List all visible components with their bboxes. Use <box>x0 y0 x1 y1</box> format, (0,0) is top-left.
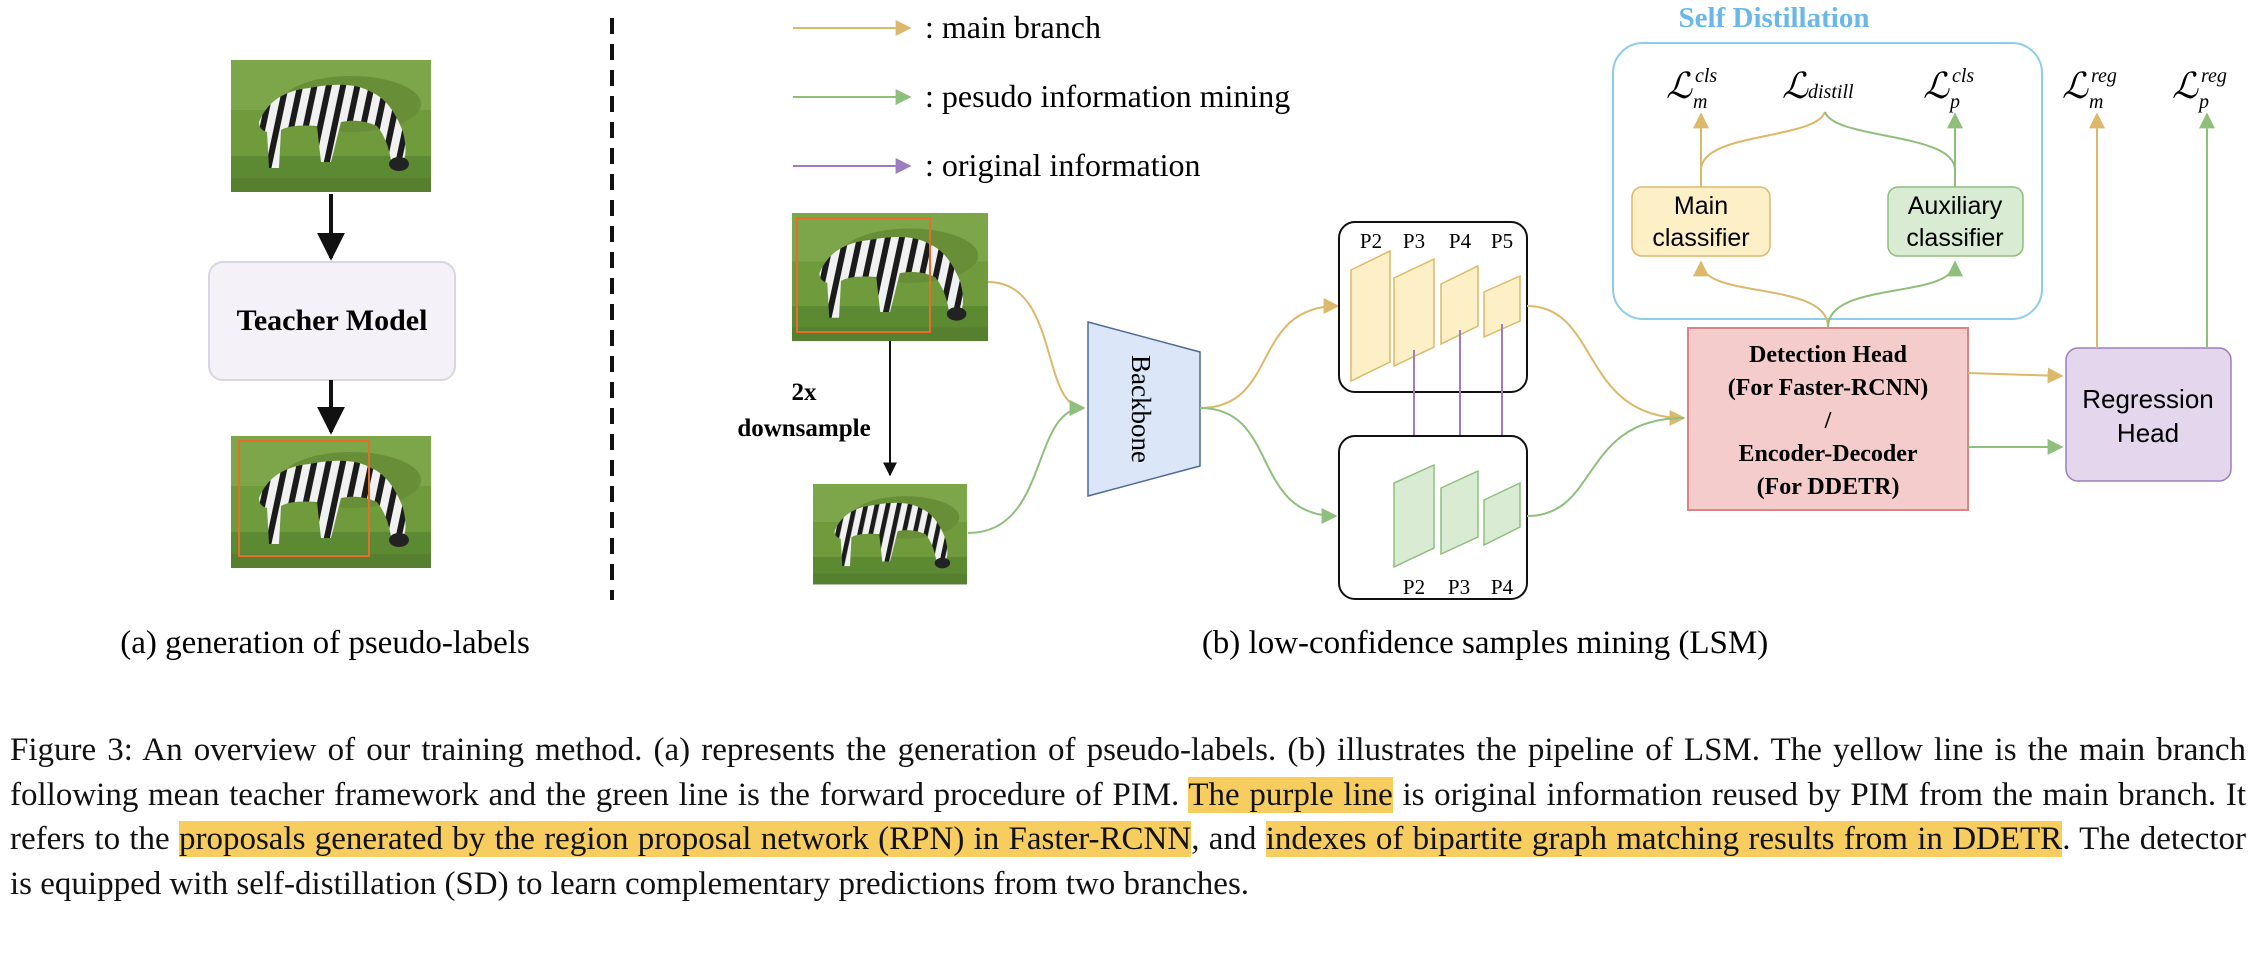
loss-main-reg: ℒ reg m <box>2062 65 2117 113</box>
regression-head-box <box>2065 347 2232 482</box>
downsample-label-1: 2x <box>792 379 818 406</box>
edge-image-to-backbone-main <box>987 281 1086 416</box>
subcaption-a: (a) generation of pseudo-labels <box>120 625 530 661</box>
fpn-top-level-p4 <box>1440 264 1479 346</box>
caption-text-4: . The detector is equipped with self-dis… <box>10 821 2247 902</box>
svg-text:cls: cls <box>1952 65 1974 87</box>
fpn-top-level-p2 <box>1350 249 1391 383</box>
regression-head-label-1: Regression <box>2082 384 2214 414</box>
aux-classifier-label-2: classifier <box>1906 224 2003 252</box>
detection-head-line-4: Encoder-Decoder <box>1738 441 1917 467</box>
teacher-model-label: Teacher Model <box>237 304 428 337</box>
svg-text:m: m <box>2089 91 2103 113</box>
edge-head-to-main-cls <box>1693 260 1829 328</box>
svg-text:reg: reg <box>2201 65 2227 87</box>
legend: : main branch : pesudo information minin… <box>793 9 1290 183</box>
detection-head-line-2: (For Faster-RCNN) <box>1728 375 1929 401</box>
zebra-image-pseudo-label <box>231 436 431 568</box>
detection-head-line-3: / <box>1824 408 1832 434</box>
edge-aux-to-distill <box>1824 111 1956 171</box>
edge-head-to-reg-main <box>1967 367 2064 384</box>
zebra-image-downsampled <box>813 484 967 585</box>
detection-head-box <box>1687 327 1969 511</box>
legend-pim-label: : pesudo information mining <box>925 78 1290 114</box>
svg-text:reg: reg <box>2091 65 2117 87</box>
zebra-image-full <box>792 213 988 342</box>
svg-text:ℒ: ℒ <box>2062 66 2089 106</box>
svg-text:ℒ: ℒ <box>1666 66 1693 106</box>
fpn-top-label-p5: P5 <box>1491 229 1513 253</box>
svg-text:ℒ: ℒ <box>2172 66 2199 106</box>
fpn-top-label-p4: P4 <box>1449 229 1472 253</box>
svg-text:ℒ: ℒ <box>1923 66 1950 106</box>
caption-highlight-indexes: indexes of bipartite graph matching resu… <box>1265 821 2063 857</box>
edge-main-to-distill <box>1700 111 1826 171</box>
edge-fpn-bottom-to-head <box>1526 417 1685 517</box>
svg-text:ℒ: ℒ <box>1782 66 1809 106</box>
panel-b: 2x downsample Backbone P2 P3 P4 P5 <box>737 2 2232 661</box>
figure-caption: Figure 3: An overview of our training me… <box>10 728 2246 906</box>
fpn-bottom-level-p4 <box>1483 481 1521 547</box>
backbone-block <box>1087 321 1201 497</box>
self-distillation-title: Self Distillation <box>1679 2 1870 34</box>
fpn-top-label-p3: P3 <box>1403 229 1425 253</box>
loss-aux-reg: ℒ reg p <box>2172 65 2227 113</box>
subcaption-b: (b) low-confidence samples mining (LSM) <box>1202 625 1768 661</box>
zebra-image-input <box>231 60 431 192</box>
panel-a: Teacher Model (a) generation of pseudo-l… <box>120 60 530 661</box>
svg-text:p: p <box>1948 91 1960 113</box>
detection-head-line-1: Detection Head <box>1749 342 1908 368</box>
caption-text-2: is original information reused by PIM fr… <box>10 776 2247 858</box>
fpn-bottom-level-p2 <box>1393 463 1435 569</box>
svg-text:m: m <box>1693 91 1707 113</box>
fpn-pim-branch: P2 P3 P4 <box>1338 435 1528 600</box>
regression-head-label-2: Head <box>2117 418 2179 448</box>
caption-highlight-proposals: proposals generated by the region propos… <box>178 821 1192 857</box>
edge-head-to-aux-cls <box>1827 260 1963 328</box>
figure-3-diagram: Teacher Model (a) generation of pseudo-l… <box>120 2 2232 661</box>
edge-backbone-to-fpn-bottom <box>1199 407 1338 524</box>
main-classifier-label-1: Main <box>1674 192 1728 220</box>
fpn-top-label-p2: P2 <box>1360 229 1382 253</box>
edge-fpn-top-to-head <box>1526 305 1686 426</box>
caption-highlight-purple-line: The purple line <box>1188 776 1393 813</box>
loss-aux-cls: ℒ cls p <box>1923 65 1974 113</box>
fpn-main-branch: P2 P3 P4 P5 <box>1338 221 1528 393</box>
loss-distill: ℒ distill <box>1782 66 1854 106</box>
fpn-bottom-label-p4: P4 <box>1491 575 1514 599</box>
loss-main-cls: ℒ cls m <box>1666 65 1717 113</box>
backbone-label: Backbone <box>1126 355 1156 463</box>
downsample-label-2: downsample <box>737 415 870 442</box>
aux-classifier-label-1: Auxiliary <box>1908 192 2003 220</box>
detection-head-line-5: (For DDETR) <box>1757 474 1900 500</box>
fpn-top-level-p3 <box>1393 257 1435 368</box>
fpn-bottom-label-p2: P2 <box>1403 575 1425 599</box>
caption-text-1: Figure 3: An overview of our training me… <box>10 732 2246 813</box>
caption-text-3: , and <box>1191 821 1266 857</box>
edge-backbone-to-fpn-top <box>1199 298 1340 409</box>
edge-image-to-backbone-pim <box>967 400 1086 534</box>
svg-text:distill: distill <box>1808 81 1854 103</box>
legend-main-label: : main branch <box>925 9 1101 45</box>
fpn-top-level-p5 <box>1483 274 1521 339</box>
fpn-bottom-label-p3: P3 <box>1448 575 1470 599</box>
legend-original-label: : original information <box>925 147 1201 183</box>
fpn-bottom-level-p3 <box>1440 469 1479 556</box>
svg-text:cls: cls <box>1695 65 1717 87</box>
main-classifier-label-2: classifier <box>1652 224 1749 252</box>
svg-text:p: p <box>2197 91 2209 113</box>
